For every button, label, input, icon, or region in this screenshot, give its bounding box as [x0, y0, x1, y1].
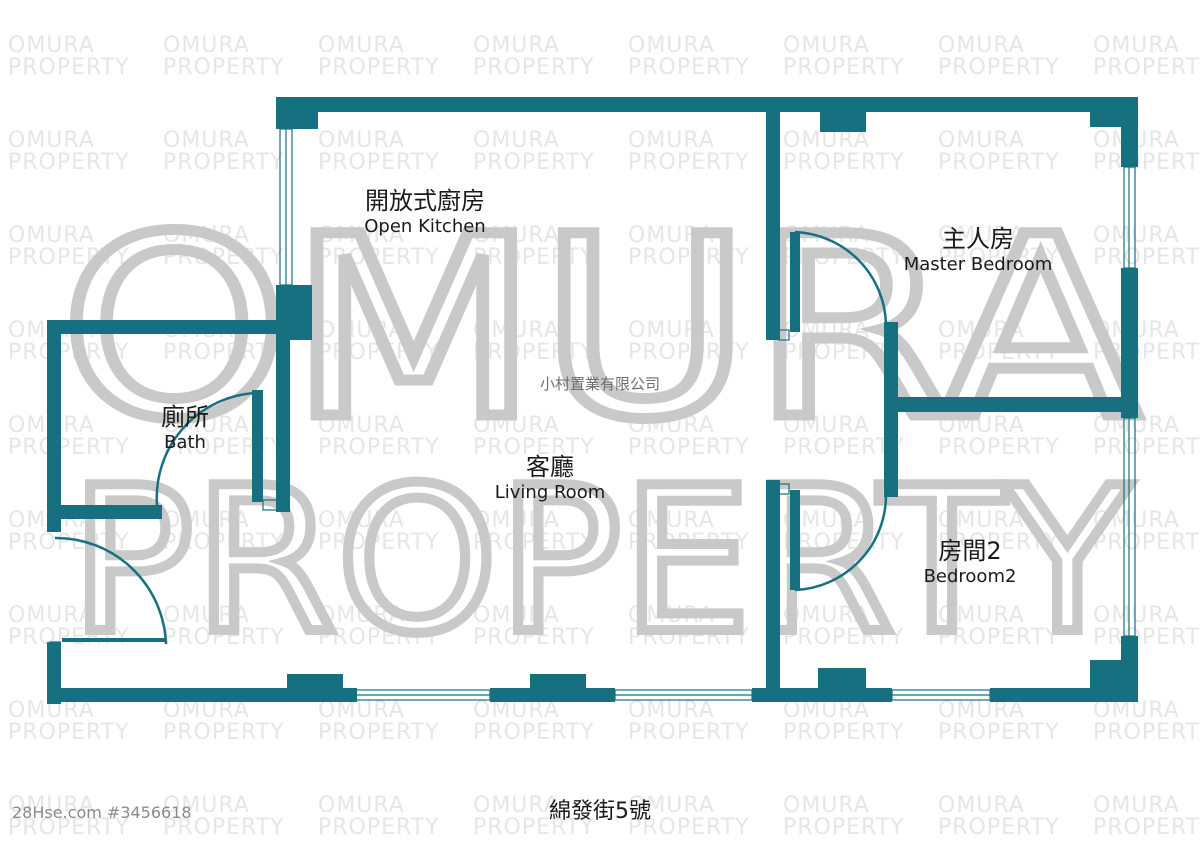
wall-bottom-pillar-1 — [287, 674, 343, 702]
door-swing-bed2 — [794, 494, 888, 592]
room-name-en: Living Room — [494, 482, 606, 503]
wall-right-2 — [1121, 268, 1138, 418]
wall-master-door-leaf — [790, 232, 800, 332]
wall-bath-top — [47, 320, 290, 334]
door-stub-box-3 — [778, 483, 790, 495]
room-name-zh: 主人房 — [942, 225, 1014, 253]
company-name: 小村置業有限公司 — [539, 375, 660, 393]
room-name-zh: 客廳 — [526, 453, 574, 481]
room-name-zh: 廁所 — [161, 403, 209, 431]
wall-top — [276, 97, 1138, 112]
wall-bed2-door-right — [884, 397, 898, 497]
room-label-bedroom2: 房間2 Bedroom2 — [905, 536, 1035, 588]
wall-bottom — [47, 688, 357, 702]
door-stub-box-4 — [49, 641, 61, 657]
room-label-bath: 廁所 Bath — [130, 402, 240, 454]
wall-bath-door-stub — [252, 390, 263, 502]
wall-bath-bottom — [47, 505, 162, 519]
wall-bed2-left — [766, 480, 780, 702]
room-name-en: Open Kitchen — [364, 216, 486, 237]
room-label-master: 主人房 Master Bedroom — [868, 224, 1088, 276]
listing-reference: 28Hse.com #3456618 — [12, 803, 192, 822]
wall-master-bottom — [884, 397, 1138, 412]
door-swing-entry — [54, 536, 168, 645]
wall-bed2-door-leaf — [790, 490, 800, 590]
room-label-kitchen: 開放式廚房 Open Kitchen — [330, 186, 520, 238]
wall-bottom-pillar-2 — [530, 674, 586, 702]
walls — [47, 97, 1138, 704]
wall-right-3 — [1121, 636, 1138, 702]
wall-master-top-stub — [820, 97, 866, 132]
address: 綿發街5號 — [549, 799, 651, 824]
room-name-en: Master Bedroom — [903, 254, 1053, 275]
room-name-zh: 房間2 — [938, 537, 1002, 565]
room-name-en: Bath — [164, 432, 206, 453]
windows — [49, 128, 1136, 701]
wall-master-left — [766, 97, 780, 340]
room-label-living: 客廳 Living Room — [470, 452, 630, 504]
wall-bottom-pillar-3 — [818, 668, 866, 702]
wall-kitchen-left-top — [276, 97, 318, 129]
wall-master-door-right — [884, 322, 898, 412]
door-swings — [54, 230, 888, 645]
door-swing-master — [794, 230, 888, 325]
door-stub-box-1 — [262, 499, 278, 511]
wall-living-left — [276, 320, 290, 512]
room-name-zh: 開放式廚房 — [365, 187, 485, 215]
room-name-en: Bedroom2 — [923, 566, 1017, 587]
wall-bath-left — [47, 320, 61, 532]
wall-right-1 — [1121, 97, 1138, 167]
door-stub-box-2 — [778, 329, 790, 341]
door-swing-bath — [155, 391, 256, 506]
